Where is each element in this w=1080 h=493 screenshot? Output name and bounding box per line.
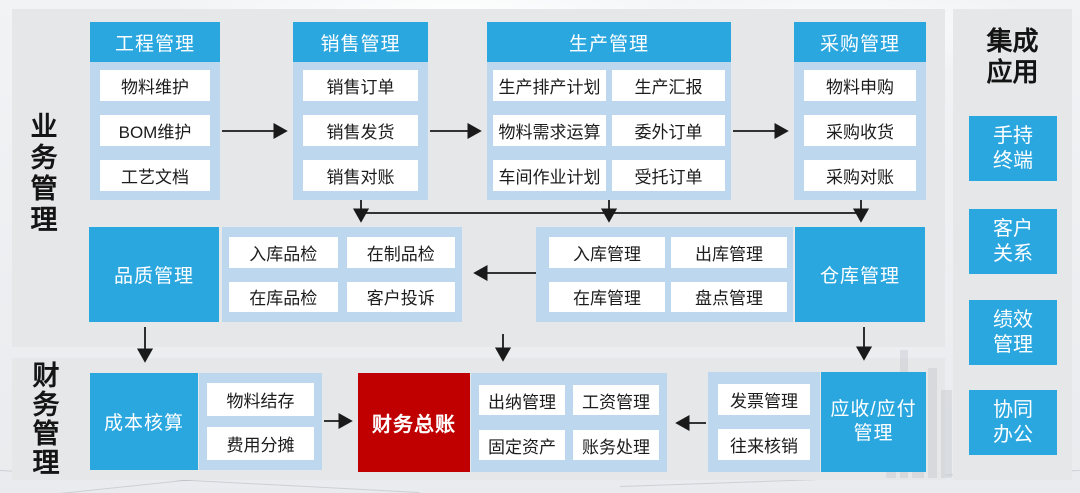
integration-app-performance: 绩效 管理	[969, 300, 1057, 365]
group-procurement-header: 采购管理	[794, 22, 926, 62]
diagram-item: 生产排产计划	[493, 70, 606, 101]
diagram-item: 出纳管理	[479, 385, 565, 415]
diagram-item: 客户投诉	[346, 281, 455, 312]
integration-title: 集成 应用	[986, 26, 1039, 87]
quality-items-group: 入库品检 在制品检 在库品检 客户投诉	[222, 227, 462, 322]
diagram-item: 往来核销	[718, 429, 810, 460]
business-section-label: 业 务 管 理	[30, 112, 58, 235]
diagram-item: BOM维护	[100, 115, 210, 146]
diagram-item: 发票管理	[718, 384, 810, 415]
diagram-item: 物料结存	[207, 383, 314, 416]
integration-app-collaboration: 协同 办公	[969, 390, 1057, 455]
diagram-item: 费用分摊	[207, 427, 314, 460]
diagram-item: 采购收货	[804, 115, 916, 146]
diagram-item: 盘点管理	[671, 281, 787, 312]
diagram-item: 受托订单	[612, 160, 725, 191]
diagram-item: 物料维护	[100, 70, 210, 101]
diagram-item: 入库管理	[549, 237, 665, 268]
ar-ap-management-box: 应收/应付 管理	[821, 372, 926, 472]
group-production: 生产管理 生产排产计划 生产汇报 物料需求运算 委外订单 车间作业计划 受托订单	[487, 22, 731, 200]
cost-items-group: 物料结存 费用分摊	[199, 373, 322, 470]
diagram-item: 固定资产	[479, 430, 565, 460]
diagram-item: 在制品检	[346, 237, 455, 268]
diagram-item: 工艺文档	[100, 160, 210, 191]
integration-app-handheld: 手持 终端	[969, 116, 1057, 181]
group-production-header: 生产管理	[487, 22, 731, 62]
diagram-item: 车间作业计划	[493, 160, 606, 191]
general-ledger-box: 财务总账	[358, 373, 470, 472]
diagram-item: 物料申购	[804, 70, 916, 101]
diagram-item: 物料需求运算	[493, 115, 606, 146]
diagram-item: 账务处理	[573, 430, 659, 460]
warehouse-management-box: 仓库管理	[795, 227, 925, 322]
group-engineering-header: 工程管理	[90, 22, 220, 62]
diagram-item: 在库品检	[229, 281, 338, 312]
cashier-items-group: 出纳管理 工资管理 固定资产 账务处理	[471, 373, 667, 472]
finance-section-label: 财 务 管 理	[32, 361, 60, 478]
cost-accounting-box: 成本核算	[90, 373, 198, 470]
diagram-item: 入库品检	[229, 237, 338, 268]
group-procurement: 采购管理 物料申购 采购收货 采购对账	[794, 22, 926, 200]
quality-management-box: 品质管理	[89, 227, 219, 322]
invoice-items-group: 发票管理 往来核销	[708, 372, 820, 472]
diagram-item: 采购对账	[804, 160, 916, 191]
warehouse-items-group: 入库管理 出库管理 在库管理 盘点管理	[536, 227, 793, 322]
diagram-item: 出库管理	[671, 237, 787, 268]
group-engineering: 工程管理 物料维护 BOM维护 工艺文档	[90, 22, 220, 200]
diagram-item: 在库管理	[549, 281, 665, 312]
diagram-item: 委外订单	[612, 115, 725, 146]
diagram-item: 生产汇报	[612, 70, 725, 101]
group-sales: 销售管理 销售订单 销售发货 销售对账	[293, 22, 428, 200]
integration-app-crm: 客户 关系	[969, 209, 1057, 274]
group-sales-header: 销售管理	[293, 22, 428, 62]
diagram-item: 销售订单	[303, 70, 418, 101]
diagram-item: 工资管理	[573, 385, 659, 415]
diagram-item: 销售对账	[303, 160, 418, 191]
diagram-item: 销售发货	[303, 115, 418, 146]
